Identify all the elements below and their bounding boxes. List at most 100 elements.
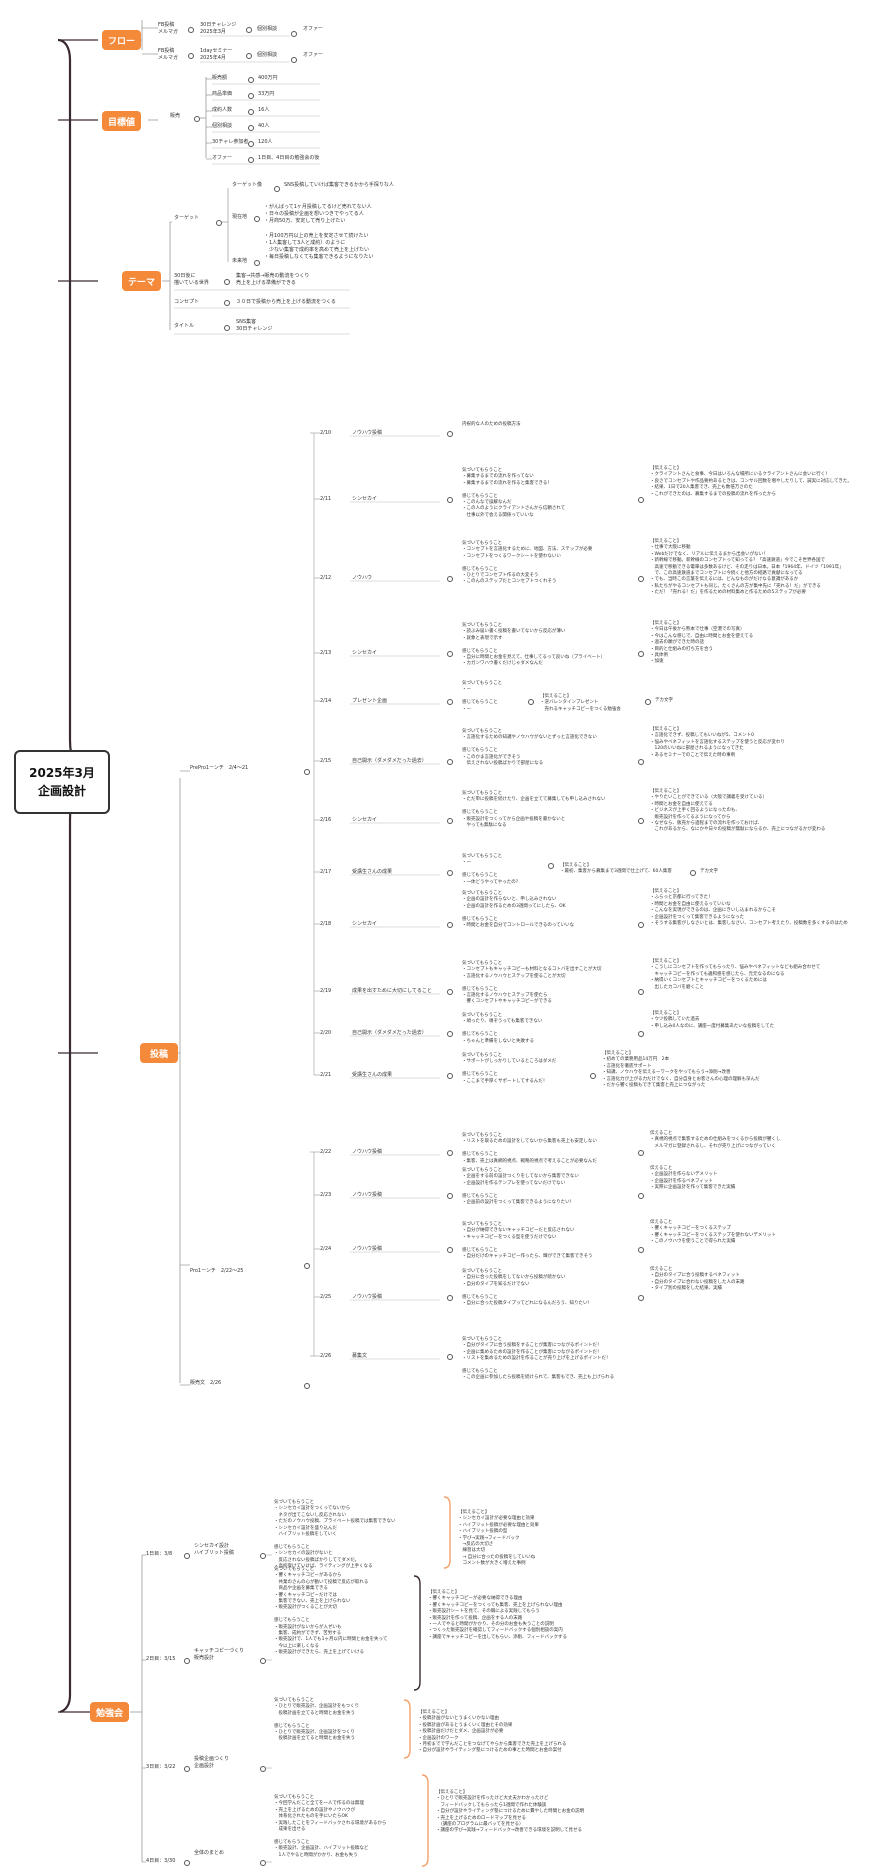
connector-curve bbox=[403, 1699, 411, 1759]
node-dot[interactable] bbox=[447, 1247, 453, 1253]
node-dot[interactable] bbox=[260, 1860, 266, 1866]
node-dot[interactable] bbox=[447, 699, 453, 705]
category-theme[interactable]: テーマ bbox=[122, 271, 162, 291]
node-dot[interactable] bbox=[248, 125, 254, 131]
category-goal[interactable]: 目標値 bbox=[102, 111, 142, 131]
node-dot[interactable] bbox=[447, 870, 453, 876]
node-dot[interactable] bbox=[291, 57, 297, 63]
node-dot[interactable] bbox=[638, 1031, 644, 1037]
node-dot[interactable] bbox=[194, 116, 200, 122]
node-dot[interactable] bbox=[188, 27, 194, 33]
node-dot[interactable] bbox=[645, 699, 651, 705]
node-dot[interactable] bbox=[447, 1193, 453, 1199]
node-dot[interactable] bbox=[447, 651, 453, 657]
node-dot[interactable] bbox=[447, 922, 453, 928]
node-dot[interactable] bbox=[638, 1247, 644, 1253]
category-study[interactable]: 勉強会 bbox=[90, 1702, 130, 1722]
node-dot[interactable] bbox=[248, 109, 254, 115]
node-dot[interactable] bbox=[248, 77, 254, 83]
node-dot[interactable] bbox=[248, 93, 254, 99]
node-dot[interactable] bbox=[184, 1860, 190, 1866]
post-day-date: 2/23 bbox=[320, 1191, 332, 1198]
post-phase-hanbai: 販売文 2/26 bbox=[190, 1380, 222, 1386]
node-dot[interactable] bbox=[548, 863, 554, 869]
node-dot[interactable] bbox=[590, 1073, 596, 1079]
node-dot[interactable] bbox=[260, 1553, 266, 1559]
flow-item-offer: オファー bbox=[303, 26, 324, 32]
post-day-kind: シンセカイ bbox=[352, 816, 378, 823]
node-dot[interactable] bbox=[447, 1031, 453, 1037]
node-dot[interactable] bbox=[254, 216, 260, 222]
post-day-date: 2/19 bbox=[320, 987, 332, 994]
node-dot[interactable] bbox=[188, 53, 194, 59]
post-day-kind: ノウハウ投稿 bbox=[352, 1245, 383, 1252]
node-dot[interactable] bbox=[224, 300, 230, 306]
node-dot[interactable] bbox=[184, 1766, 190, 1772]
node-dot[interactable] bbox=[638, 497, 644, 503]
post-day-kind: 成果を出すために大切にしてること bbox=[352, 987, 432, 994]
node-dot[interactable] bbox=[291, 31, 297, 37]
node-dot[interactable] bbox=[184, 1553, 190, 1559]
post-day-date: 2/12 bbox=[320, 574, 332, 581]
node-dot[interactable] bbox=[638, 759, 644, 765]
node-dot[interactable] bbox=[447, 431, 453, 437]
node-dot[interactable] bbox=[447, 1295, 453, 1301]
post-day-tell: 伝えること ・自分のタイプに合う投稿するベネフィット ・自分のタイプに合わない投… bbox=[650, 1267, 745, 1292]
category-post[interactable]: 投稿 bbox=[140, 1043, 178, 1063]
goal-row-value: 1日目、4日目の勉強会の後 bbox=[258, 155, 320, 161]
node-dot[interactable] bbox=[224, 279, 230, 285]
node-dot[interactable] bbox=[248, 157, 254, 163]
post-day-detail: 気づいてもらうこと ・募集するまでの流れを作ってない ・募集するまでの流れを作る… bbox=[462, 468, 566, 518]
node-dot[interactable] bbox=[638, 1150, 644, 1156]
flow-item-offer: オファー bbox=[303, 52, 324, 58]
node-dot[interactable] bbox=[528, 699, 534, 705]
node-dot[interactable] bbox=[184, 1658, 190, 1664]
node-dot[interactable] bbox=[447, 1354, 453, 1360]
node-dot[interactable] bbox=[274, 186, 280, 192]
node-dot[interactable] bbox=[447, 1073, 453, 1079]
node-dot[interactable] bbox=[304, 1383, 310, 1389]
post-day-detail: 気づいてもらうこと ・自分に合った投稿をしてないから投稿が続かない ・自分のタイ… bbox=[462, 1269, 593, 1307]
node-dot[interactable] bbox=[248, 141, 254, 147]
study-detail: 気づいてもらうこと ・響くキャッチコピーがあるから 共業のさんの心が動いて投稿で… bbox=[274, 1567, 388, 1656]
goal-row-value: 33万円 bbox=[258, 91, 275, 97]
node-dot[interactable] bbox=[216, 220, 222, 226]
category-flow[interactable]: フロー bbox=[102, 30, 142, 50]
root-node[interactable]: 2025年3月 企画設計 bbox=[14, 750, 110, 814]
node-dot[interactable] bbox=[447, 759, 453, 765]
node-dot[interactable] bbox=[246, 53, 252, 59]
node-dot[interactable] bbox=[447, 818, 453, 824]
post-day-detail: 気づいてもらうこと ・読ぶみ届い書く投稿を書いてないから反応が薄い ・就象と表現… bbox=[462, 623, 606, 667]
goal-row-value: 16人 bbox=[258, 107, 270, 113]
study-topic: 投稿企画つくり 企画設計 bbox=[194, 1756, 230, 1769]
theme-target-image: SNS投稿していけば集客できるかから手探りな人 bbox=[284, 182, 394, 188]
node-dot[interactable] bbox=[638, 576, 644, 582]
node-dot[interactable] bbox=[638, 651, 644, 657]
node-dot[interactable] bbox=[246, 27, 252, 33]
node-dot[interactable] bbox=[447, 497, 453, 503]
node-dot[interactable] bbox=[638, 818, 644, 824]
flow-item-source: FB投稿 メルマガ bbox=[158, 22, 179, 35]
node-dot[interactable] bbox=[690, 870, 696, 876]
node-dot[interactable] bbox=[638, 1295, 644, 1301]
goal-row-value: 40人 bbox=[258, 123, 270, 129]
post-day-kind: シンセカイ bbox=[352, 920, 378, 927]
node-dot[interactable] bbox=[638, 989, 644, 995]
study-day-date: 3日目：3/22 bbox=[146, 1764, 176, 1770]
node-dot[interactable] bbox=[260, 1766, 266, 1772]
study-tell-box: 【伝えること】 ・投稿計画がないとうまくいかない理由 ・投稿計画があるとうまくい… bbox=[418, 1710, 567, 1754]
node-dot[interactable] bbox=[254, 260, 260, 266]
node-dot[interactable] bbox=[304, 769, 310, 775]
node-dot[interactable] bbox=[638, 922, 644, 928]
node-dot[interactable] bbox=[224, 325, 230, 331]
node-dot[interactable] bbox=[638, 1193, 644, 1199]
node-dot[interactable] bbox=[260, 1658, 266, 1664]
post-day-tell: 【伝えること】 ・今日は午後から熊本で仕事（空港での写真） ・今はこんな感じで、… bbox=[650, 621, 754, 665]
theme-target-label: ターゲット bbox=[174, 215, 200, 221]
goal-row-label: 成約人数 bbox=[212, 107, 233, 113]
node-dot[interactable] bbox=[447, 989, 453, 995]
study-tell-box: 【伝えること】 ・響くキャッチコピーが必要な納得できる理由 ・響くキャッチコピー… bbox=[428, 1590, 568, 1640]
node-dot[interactable] bbox=[447, 1150, 453, 1156]
node-dot[interactable] bbox=[304, 1263, 310, 1269]
node-dot[interactable] bbox=[447, 576, 453, 582]
